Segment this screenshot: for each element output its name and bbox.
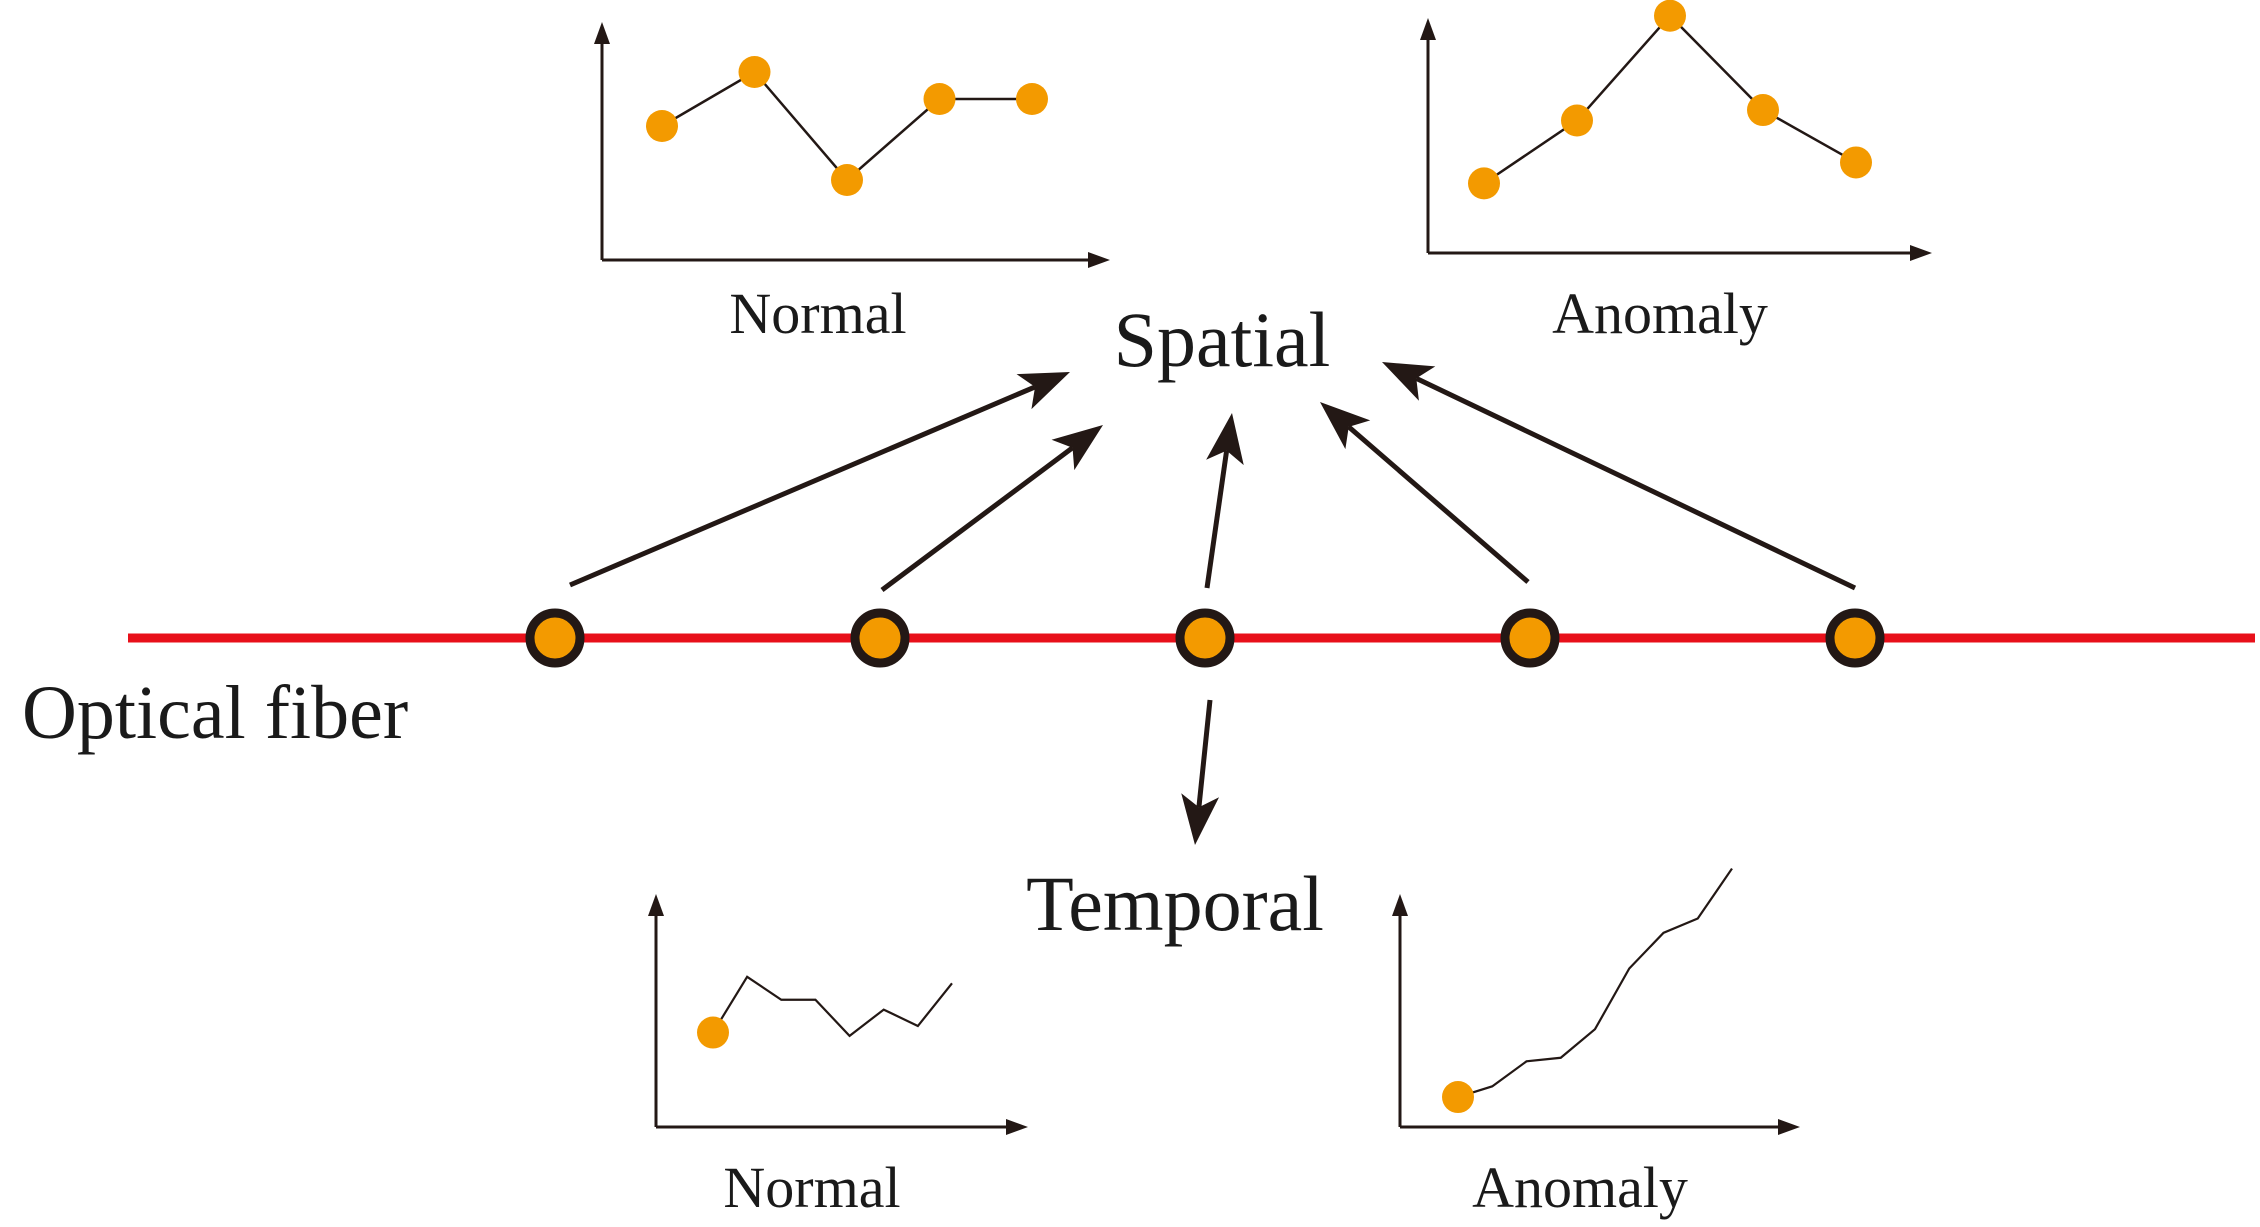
y-axis-arrow [594, 22, 610, 44]
arrow-sensor-2-to-spatial [880, 425, 1103, 593]
temporal-normal-caption: Normal [723, 1155, 900, 1220]
data-point-3 [831, 164, 863, 196]
sensor-node-2 [850, 608, 910, 668]
data-point-5 [1016, 83, 1048, 115]
y-axis-arrow [648, 894, 664, 916]
sensor-node-3 [1175, 608, 1235, 668]
data-point-1 [697, 1016, 729, 1049]
y-axis-arrow [1392, 894, 1408, 916]
spatial-anomaly-chart [1420, 0, 1932, 261]
data-point-5 [1840, 146, 1872, 179]
series-line [1457, 867, 1733, 1099]
data-point-1 [1468, 167, 1500, 200]
sensor-node-5 [1825, 608, 1885, 668]
spatial-anomaly-caption: Anomaly [1552, 281, 1768, 346]
x-axis-arrow [1910, 245, 1932, 261]
spatial-normal-chart [594, 22, 1110, 268]
sensor-nodes [525, 608, 1885, 668]
data-point-2 [738, 56, 771, 88]
data-point-1 [646, 110, 678, 142]
sensor-node-4 [1500, 608, 1560, 668]
y-axis-arrow [1420, 18, 1436, 40]
x-axis-arrow [1778, 1119, 1800, 1135]
series-line [661, 70, 1032, 182]
arrow-sensor-3-to-spatial [1204, 413, 1244, 589]
temporal-anomaly-caption: Anomaly [1472, 1155, 1688, 1220]
data-point-4 [1747, 94, 1779, 127]
temporal-label: Temporal [1026, 860, 1324, 947]
temporal-normal-chart [648, 894, 1028, 1135]
x-axis-arrow [1088, 252, 1110, 268]
series-line [1483, 13, 1857, 185]
x-axis-arrow [1006, 1119, 1028, 1135]
data-point-1 [1442, 1081, 1474, 1114]
data-point-4 [923, 83, 956, 115]
temporal-anomaly-chart [1392, 867, 1800, 1135]
arrow-sensor-3-to-temporal [1181, 699, 1220, 845]
data-point-2 [1561, 104, 1593, 137]
series-line [712, 975, 953, 1038]
flow-arrows [569, 362, 1857, 845]
arrow-sensor-4-to-spatial [1320, 402, 1530, 584]
spatial-normal-caption: Normal [729, 281, 906, 346]
sensor-node-1 [525, 608, 585, 668]
data-point-3 [1654, 0, 1686, 32]
arrow-sensor-5-to-spatial [1382, 362, 1857, 591]
optical-fiber-label: Optical fiber [22, 671, 408, 755]
spatial-label: Spatial [1114, 296, 1331, 383]
arrow-sensor-1-to-spatial [569, 372, 1070, 588]
